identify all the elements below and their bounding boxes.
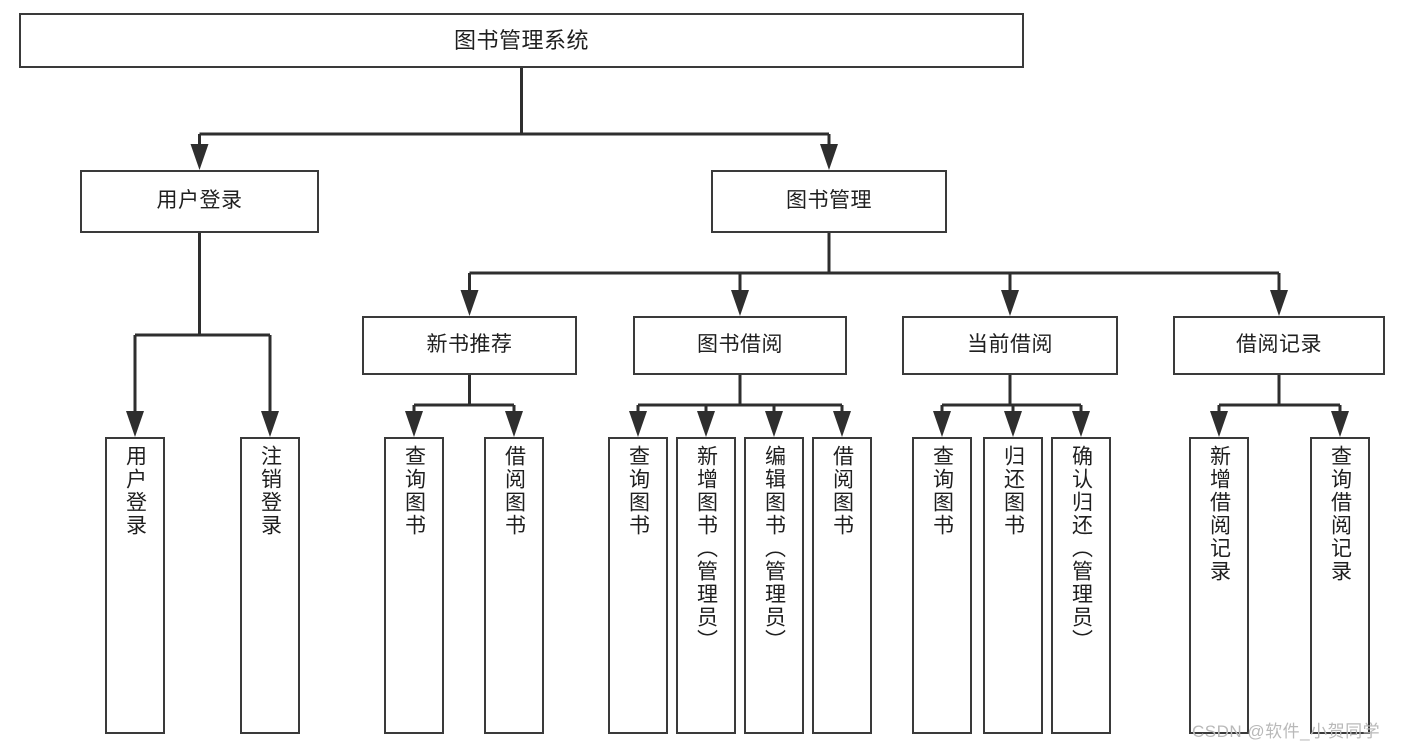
node-label: 新增借阅记录: [1207, 445, 1231, 583]
node-label: 查询图书: [402, 445, 426, 537]
node-label: 借阅图书: [502, 445, 526, 537]
node-label: 编辑图书（管理员）: [762, 445, 786, 652]
node-label: 查询图书: [930, 445, 954, 537]
node-label: 用户登录: [123, 445, 147, 537]
edge-arrowhead: [933, 411, 951, 437]
edge-arrowhead: [833, 411, 851, 437]
node-label: 注销登录: [258, 445, 282, 537]
node-label: 借阅图书: [830, 445, 854, 537]
node-leaf-cu-return[interactable]: 归还图书: [983, 437, 1043, 734]
node-newbook[interactable]: 新书推荐: [362, 316, 577, 375]
edge-arrowhead: [126, 411, 144, 437]
node-label: 图书借阅: [697, 333, 783, 357]
node-label: 新书推荐: [426, 333, 513, 357]
node-leaf-cu-confirm[interactable]: 确认归还（管理员）: [1051, 437, 1111, 734]
node-label: 新增图书（管理员）: [694, 445, 718, 652]
node-leaf-bw-query[interactable]: 查询图书: [608, 437, 668, 734]
node-borrow[interactable]: 图书借阅: [633, 316, 847, 375]
edge-arrowhead: [505, 411, 523, 437]
node-current[interactable]: 当前借阅: [902, 316, 1118, 375]
edge-arrowhead: [1270, 290, 1288, 316]
node-label: 查询图书: [626, 445, 650, 537]
edge-arrowhead: [765, 411, 783, 437]
edge-arrowhead: [629, 411, 647, 437]
node-records[interactable]: 借阅记录: [1173, 316, 1385, 375]
node-leaf-user-login[interactable]: 用户登录: [105, 437, 165, 734]
node-label: 图书管理: [786, 189, 872, 213]
edge-arrowhead: [1004, 411, 1022, 437]
node-leaf-rc-query[interactable]: 查询借阅记录: [1310, 437, 1370, 734]
edge-arrowhead: [190, 144, 209, 170]
node-leaf-nb-borrow[interactable]: 借阅图书: [484, 437, 544, 734]
node-leaf-nb-query[interactable]: 查询图书: [384, 437, 444, 734]
node-root[interactable]: 图书管理系统: [19, 13, 1024, 68]
edge-arrowhead: [731, 290, 749, 316]
node-label: 当前借阅: [967, 333, 1053, 357]
node-label: 归还图书: [1001, 445, 1025, 537]
node-leaf-rc-add[interactable]: 新增借阅记录: [1189, 437, 1249, 734]
node-label: 用户登录: [156, 189, 243, 213]
node-leaf-bw-add[interactable]: 新增图书（管理员）: [676, 437, 736, 734]
node-bookmgmt[interactable]: 图书管理: [711, 170, 947, 233]
edge-arrowhead: [697, 411, 715, 437]
watermark: CSDN @软件_小贺同学: [1192, 722, 1381, 741]
node-leaf-bw-edit[interactable]: 编辑图书（管理员）: [744, 437, 804, 734]
node-label: 借阅记录: [1236, 333, 1322, 357]
edge-arrowhead: [405, 411, 423, 437]
node-leaf-bw-borrow[interactable]: 借阅图书: [812, 437, 872, 734]
node-leaf-cu-query[interactable]: 查询图书: [912, 437, 972, 734]
node-login[interactable]: 用户登录: [80, 170, 319, 233]
edge-arrowhead: [1072, 411, 1090, 437]
edge-arrowhead: [1001, 290, 1019, 316]
node-label: 确认归还（管理员）: [1069, 445, 1093, 652]
node-label: 查询借阅记录: [1328, 445, 1352, 583]
node-label: 图书管理系统: [453, 27, 589, 53]
edge-arrowhead: [1210, 411, 1228, 437]
edge-arrowhead: [261, 411, 279, 437]
node-leaf-user-logout[interactable]: 注销登录: [240, 437, 300, 734]
edge-arrowhead: [820, 144, 838, 170]
edge-arrowhead: [1331, 411, 1349, 437]
edge-arrowhead: [460, 290, 479, 316]
